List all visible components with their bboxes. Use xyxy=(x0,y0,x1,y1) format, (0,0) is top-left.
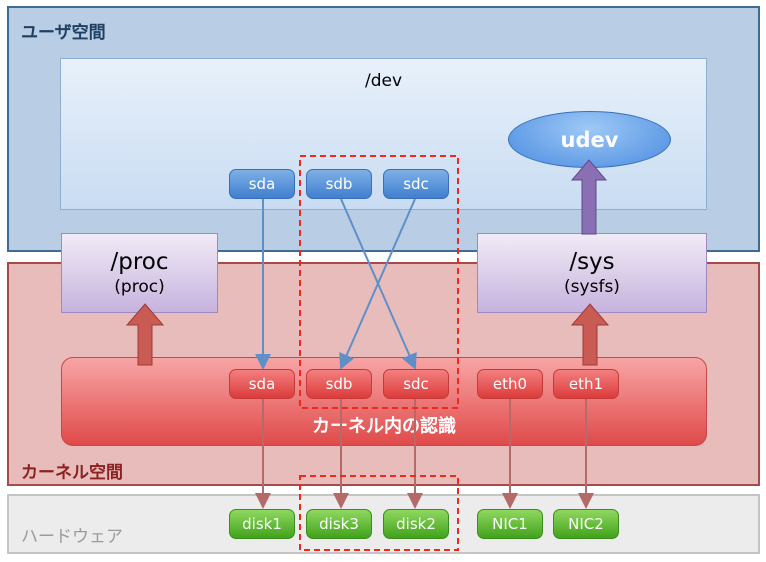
hardware-node-nic2: NIC2 xyxy=(553,509,619,539)
proc-title: /proc xyxy=(110,249,169,275)
sys-title: /sys xyxy=(569,249,615,275)
kernel-node-sda: sda xyxy=(229,369,295,399)
proc-subtitle: (proc) xyxy=(114,277,165,297)
kernel-space-label: カーネル空間 xyxy=(21,463,123,483)
kernel-node-eth0: eth0 xyxy=(477,369,543,399)
sys-box: /sys (sysfs) xyxy=(477,233,707,313)
udev-node: udev xyxy=(508,111,671,168)
udev-label: udev xyxy=(560,127,619,152)
kernel-node-sdb: sdb xyxy=(306,369,372,399)
dev-node-sda: sda xyxy=(229,169,295,199)
hardware-node-disk2: disk2 xyxy=(383,509,449,539)
kernel-node-sdc: sdc xyxy=(383,369,449,399)
hardware-node-disk3: disk3 xyxy=(306,509,372,539)
hardware-node-disk1: disk1 xyxy=(229,509,295,539)
hardware-node-nic1: NIC1 xyxy=(477,509,543,539)
dev-node-sdc: sdc xyxy=(383,169,449,199)
kernel-recognition-label: カーネル内の認識 xyxy=(312,416,456,437)
user-space-label: ユーザ空間 xyxy=(21,23,106,43)
kernel-node-eth1: eth1 xyxy=(553,369,619,399)
dev-node-sdb: sdb xyxy=(306,169,372,199)
hardware-label: ハードウェア xyxy=(21,527,123,547)
proc-box: /proc (proc) xyxy=(61,233,218,313)
dev-label: /dev xyxy=(364,71,403,91)
sys-subtitle: (sysfs) xyxy=(564,277,620,297)
